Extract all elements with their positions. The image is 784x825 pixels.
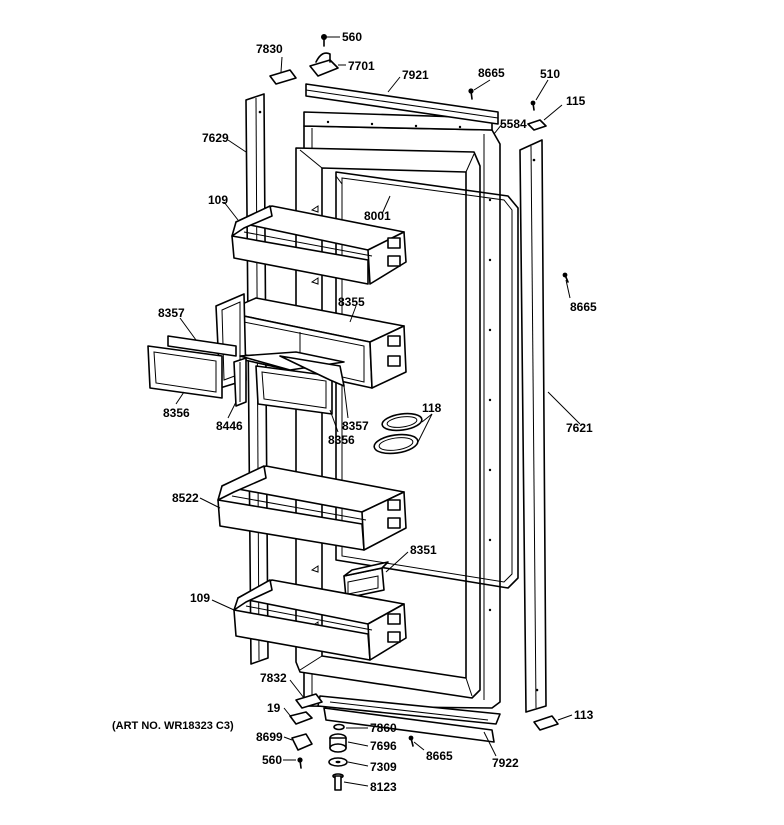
label-7921: 7921 [402, 68, 429, 82]
label-560-top: 560 [342, 30, 363, 44]
bushing [333, 723, 345, 731]
label-7629: 7629 [202, 131, 229, 145]
label-8357-left: 8357 [158, 306, 185, 320]
label-5584: 5584 [500, 117, 527, 131]
label-109-bottom: 109 [190, 591, 211, 605]
label-8123: 8123 [370, 780, 397, 794]
label-7621: 7621 [566, 421, 593, 435]
label-7832: 7832 [260, 671, 287, 685]
label-19: 19 [267, 701, 281, 715]
handle-mount-bottom [533, 715, 559, 731]
label-7696: 7696 [370, 739, 397, 753]
door-trim-strip-right [519, 139, 547, 713]
label-109-top: 109 [208, 193, 229, 207]
hinge-pin-bottom [332, 773, 344, 791]
label-8699: 8699 [256, 730, 283, 744]
hinge-cap-top [269, 69, 297, 85]
handle-mount-top [527, 119, 547, 131]
label-8356-mid: 8356 [328, 433, 355, 447]
dairy-door-left [147, 335, 237, 399]
hinge-bracket-top [309, 52, 339, 77]
small-door-bin [343, 561, 389, 599]
cam [329, 733, 347, 753]
washer [328, 757, 348, 767]
label-8665-top: 8665 [478, 66, 505, 80]
label-8357-mid: 8357 [342, 419, 369, 433]
butter-seal [373, 412, 423, 455]
door-bin-middle [217, 465, 407, 551]
label-8665-right: 8665 [570, 300, 597, 314]
label-7309: 7309 [370, 760, 397, 774]
label-113: 113 [574, 708, 594, 722]
label-7701: 7701 [348, 59, 375, 73]
door-bin-bottom [233, 579, 407, 661]
label-118: 118 [422, 401, 442, 415]
stop-bracket [291, 733, 313, 751]
dairy-door-mid [239, 351, 345, 415]
label-8351: 8351 [410, 543, 437, 557]
cap-screw-bottom [408, 735, 414, 747]
label-8522: 8522 [172, 491, 199, 505]
hinge-bracket-bottom [289, 711, 313, 725]
art-number: (ART NO. WR18323 C3) [112, 720, 234, 732]
label-7922: 7922 [492, 756, 519, 770]
leader-lines [175, 36, 581, 787]
label-115: 115 [566, 94, 586, 108]
hinge-pin-screw-top [321, 34, 327, 47]
door-top-cap [305, 83, 499, 125]
dairy-door-hinge [233, 357, 247, 407]
trim-screw-right [562, 272, 569, 283]
bottom-hinge-screw [297, 757, 303, 769]
door-gasket [335, 171, 519, 589]
label-7860: 7860 [370, 721, 397, 735]
handle-screw-top [530, 100, 536, 111]
label-8446: 8446 [216, 419, 243, 433]
label-8665-bottom: 8665 [426, 749, 453, 763]
hinge-bracket-bottom-cover [295, 693, 323, 709]
door-bin-top [231, 205, 407, 285]
label-510: 510 [540, 67, 561, 81]
label-8356-left: 8356 [163, 406, 190, 420]
cap-screw-top [468, 88, 474, 100]
label-8355: 8355 [338, 295, 365, 309]
label-8001: 8001 [364, 209, 391, 223]
label-7830: 7830 [256, 42, 283, 56]
label-560-bottom: 560 [262, 753, 283, 767]
